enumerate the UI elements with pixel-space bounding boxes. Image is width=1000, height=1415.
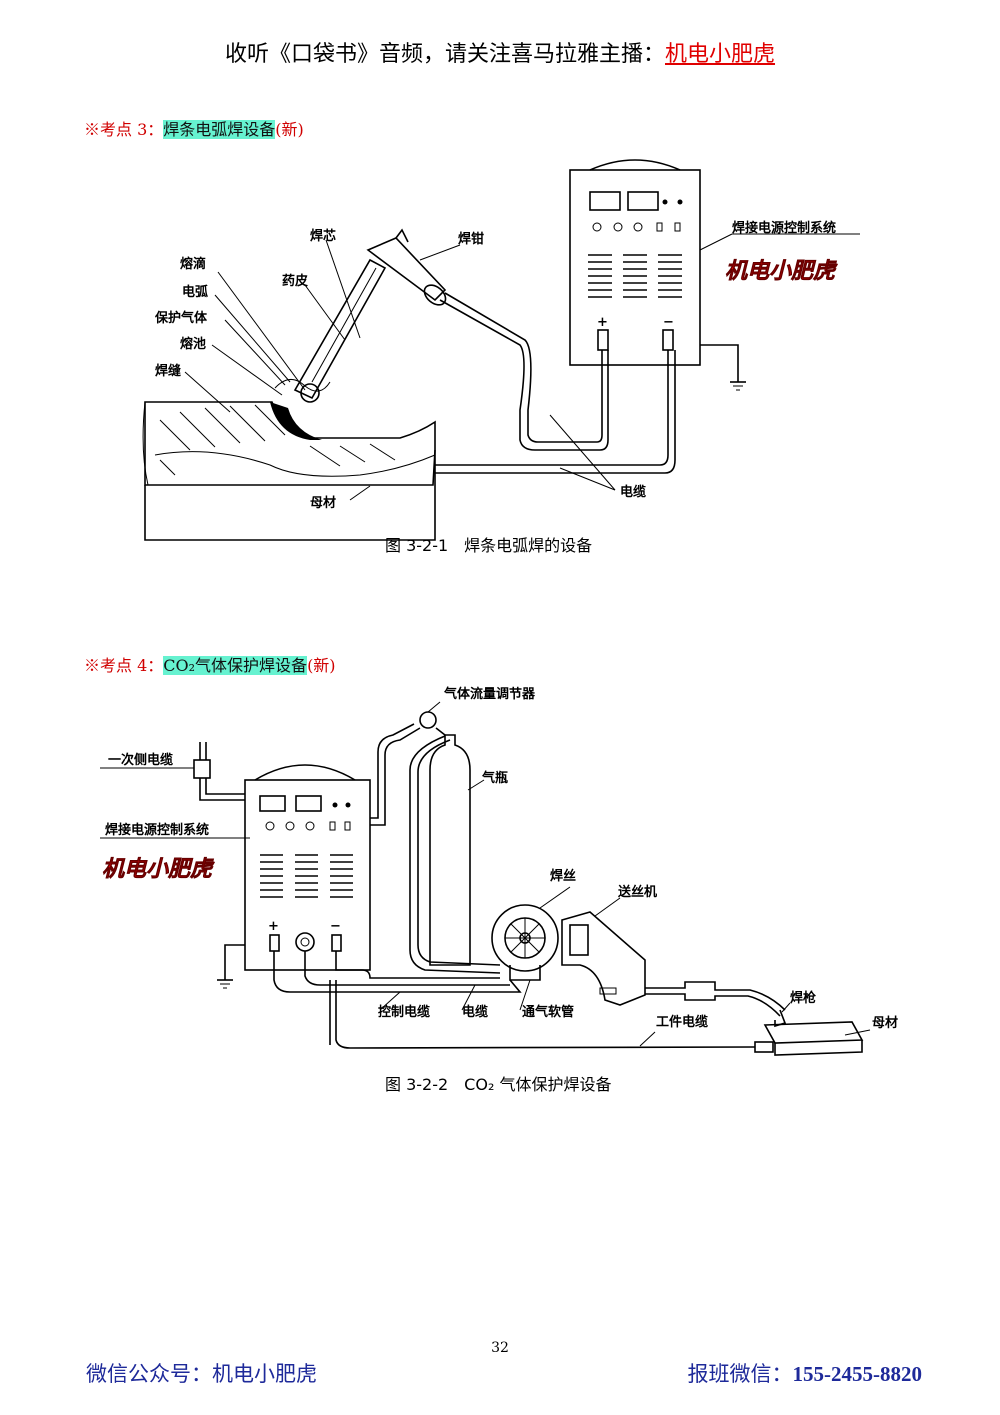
label-cable: 电缆 [620,484,646,500]
label-clamp: 焊钳 [458,231,484,247]
section-4-title: CO₂气体保护焊设备 [163,656,308,675]
electrode-clamp [366,228,609,451]
label-coating: 药皮 [282,273,308,289]
footer-phone-number: 155-2455-8820 [792,1362,923,1386]
label-work-cable: 工件电缆 [656,1014,708,1030]
figure1-watermark: 机电小肥虎 [725,259,838,284]
ground-cable [435,350,669,466]
label-co2-power: 焊接电源控制系统 [105,822,209,838]
page-header: 收听《口袋书》音频，请关注喜马拉雅主播：机电小肥虎 [0,36,1000,68]
minus-terminal-label: − [663,315,674,330]
electrode [274,258,387,403]
figure-3-2-2: + − [100,686,898,1094]
label-wire: 焊丝 [550,868,576,884]
section-4-prefix: ※考点 4： [84,656,164,675]
label-co2-base: 母材 [872,1015,898,1031]
label-control-cable: 控制电缆 [378,1004,430,1020]
label-arc: 电弧 [182,284,208,300]
section-3-heading: ※考点 3：焊条电弧焊设备(新) [84,116,304,140]
label-regulator: 气体流量调节器 [444,686,536,702]
power-source: + − [569,159,746,391]
header-text: 收听《口袋书》音频，请关注喜马拉雅主播： [224,42,665,67]
primary-cable [193,742,245,801]
co2-base-metal [754,1021,864,1056]
gas-cylinder [370,711,501,974]
section-3-suffix: (新) [275,120,304,139]
label-core: 焊芯 [310,228,336,244]
figure2-caption: 图 3-2-2 CO₂ 气体保护焊设备 [385,1075,611,1094]
ground-cable-outer [435,350,676,474]
label-primary-cable: 一次侧电缆 [108,752,173,768]
label-seam: 焊缝 [155,363,181,379]
footer-contact-label: 报班微信： [687,1362,793,1386]
plus-terminal-label: + [597,315,608,330]
label-gas-hose: 通气软管 [522,1004,574,1020]
label-power: 焊接电源控制系统 [732,220,836,236]
footer-wechat-account: 微信公众号：机电小肥虎 [86,1362,317,1386]
section-4-suffix: (新) [307,656,336,675]
figure2-watermark: 机电小肥虎 [102,857,215,882]
label-co2-cable: 电缆 [462,1004,488,1020]
section-3-prefix: ※考点 3： [84,120,164,139]
figure-3-2-1: + − 焊芯 焊钳 熔滴 药皮 电弧 保护气体 熔池 焊缝 母材 电缆 焊接电源… [142,159,860,555]
co2-power-source: + − [217,764,371,989]
label-base: 母材 [310,495,336,511]
label-cylinder: 气瓶 [482,770,508,786]
figure1-caption: 图 3-2-1 焊条电弧焊的设备 [385,536,592,555]
wire-feeder [491,904,646,1006]
section-3-title: 焊条电弧焊设备 [163,120,276,139]
label-feeder: 送丝机 [617,884,657,900]
label-shield-gas: 保护气体 [154,310,208,326]
label-droplet: 熔滴 [180,256,206,272]
base-metal-plate [142,401,436,541]
co2-minus-label: − [330,919,341,934]
cable-bundle [273,951,756,1049]
header-brand-link[interactable]: 机电小肥虎 [665,42,776,67]
label-torch: 焊枪 [790,990,816,1006]
page-number: 32 [491,1340,509,1356]
footer-contact: 报班微信：155-2455-8820 [688,1358,923,1388]
label-pool: 熔池 [180,336,206,352]
section-4-heading: ※考点 4：CO₂气体保护焊设备(新) [84,652,336,676]
co2-plus-label: + [268,919,279,934]
